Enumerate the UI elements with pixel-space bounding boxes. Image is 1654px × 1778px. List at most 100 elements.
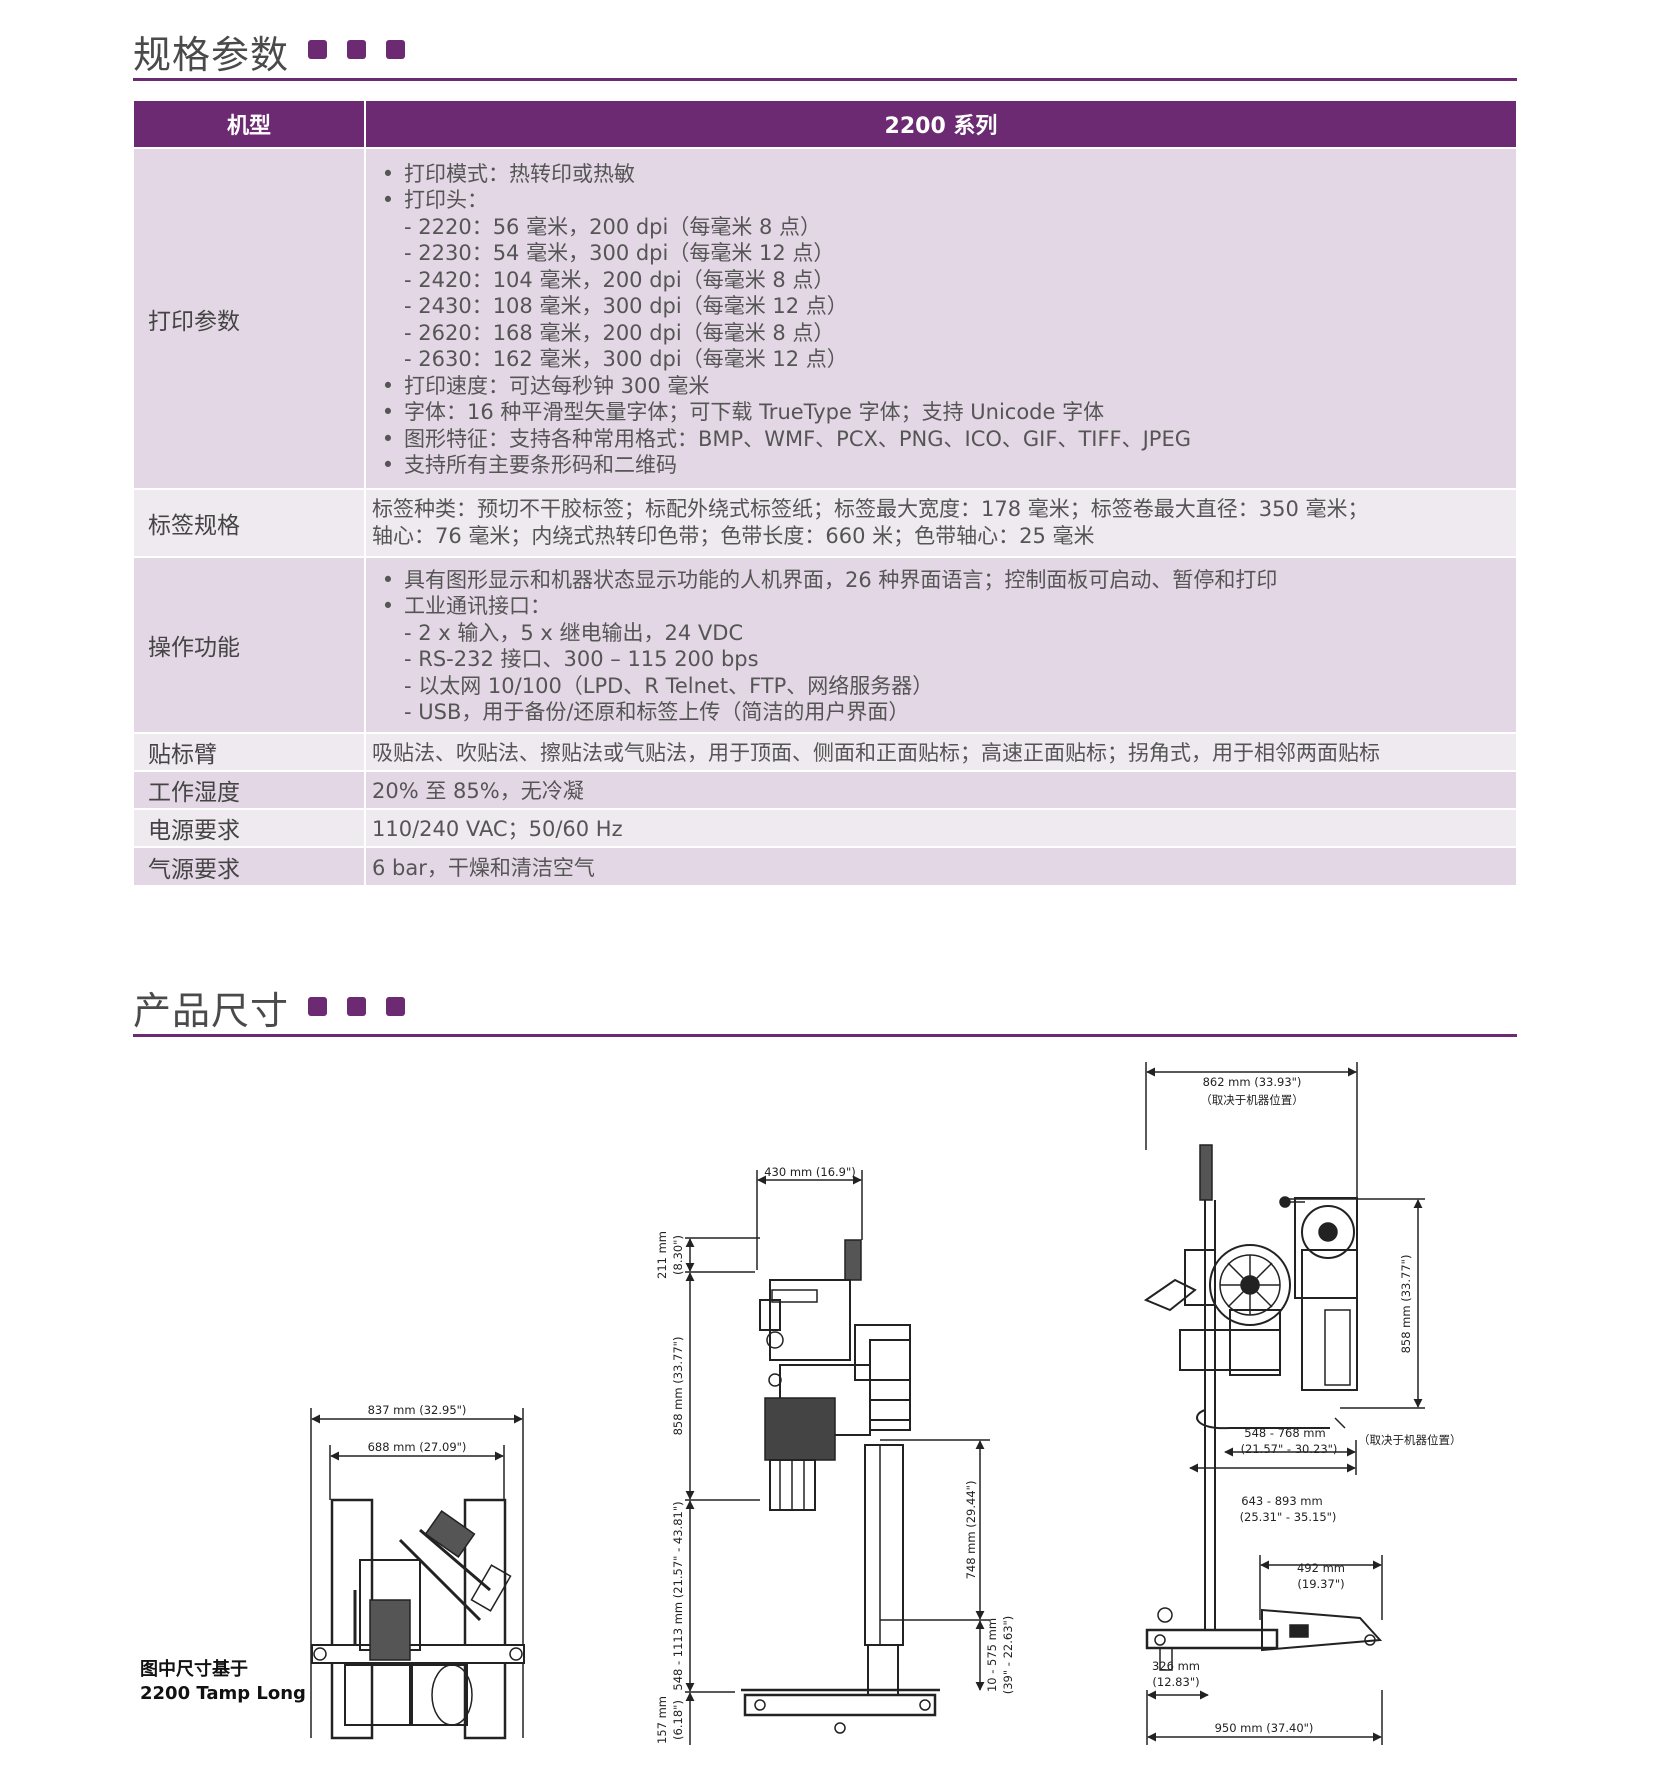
list-item: 打印头： [372, 187, 1516, 214]
title-squares [308, 997, 405, 1016]
dim-mid-r1: 748 mm (29.44") [964, 1481, 978, 1580]
dim-mid-h1b: (8.30") [671, 1235, 685, 1275]
list-item-text: - RS-232 接口、300 – 115 200 bps [404, 647, 759, 671]
title-squares [308, 40, 405, 59]
section-title-specs: 规格参数 [133, 33, 290, 77]
row-operation: 操作功能 具有图形显示和机器状态显示功能的人机界面，26 种界面语言；控制面板可… [134, 556, 1516, 733]
note-line: 2200 Tamp Long [140, 1683, 306, 1704]
dim-right-d2b: (25.31" - 35.15") [1240, 1510, 1337, 1524]
list-item-text: 打印模式：热转印或热敏 [404, 161, 635, 186]
list-item-text: - USB，用于备份/还原和标签上传（简洁的用户界面） [404, 700, 910, 724]
note-line: 图中尺寸基于 [140, 1659, 248, 1680]
list-item: - 2620：168 毫米，200 dpi（每毫米 8 点） [372, 320, 1516, 347]
row-humidity: 工作湿度 20% 至 85%，无冷凝 [134, 770, 1516, 809]
list-item: 具有图形显示和机器状态显示功能的人机界面，26 种界面语言；控制面板可启动、暂停… [372, 567, 1516, 594]
section-rule [133, 1034, 1517, 1037]
row-label: 电源要求 [134, 808, 366, 847]
list-item: - 以太网 10/100（LPD、R Telnet、FTP、网络服务器） [372, 673, 1516, 700]
dim-mid-h4b: (6.18") [671, 1700, 685, 1740]
list-item-text: - 2620：168 毫米，200 dpi（每毫米 8 点） [404, 320, 835, 345]
list-item: - 2220：56 毫米，200 dpi（每毫米 8 点） [372, 214, 1516, 241]
list-item: - 2420：104 毫米，200 dpi（每毫米 8 点） [372, 267, 1516, 294]
row-label: 操作功能 [134, 556, 366, 733]
dim-right-w1b: （取决于机器位置） [1200, 1093, 1304, 1107]
print-list: 打印模式：热转印或热敏打印头：- 2220：56 毫米，200 dpi（每毫米 … [372, 155, 1516, 483]
list-item: 打印模式：热转印或热敏 [372, 161, 1516, 188]
dim-mid-h2: 858 mm (33.77") [671, 1337, 685, 1436]
list-item-text: 打印速度：可达每秒钟 300 毫米 [404, 373, 710, 398]
row-print: 打印参数 打印模式：热转印或热敏打印头：- 2220：56 毫米，200 dpi… [134, 147, 1516, 489]
drawing-note: 图中尺寸基于 2200 Tamp Long [140, 1658, 306, 1706]
header-model: 机型 [134, 101, 366, 148]
dim-right-h1: 858 mm (33.77") [1399, 1255, 1413, 1354]
dim-right-d1b: (21.57" - 30.23") [1241, 1442, 1338, 1456]
row-value: 打印模式：热转印或热敏打印头：- 2220：56 毫米，200 dpi（每毫米 … [365, 147, 1516, 489]
dim-mid-h1a: 211 mm [655, 1231, 669, 1279]
dim-right-d2a: 643 - 893 mm [1241, 1494, 1322, 1508]
list-item-text: 字体：16 种平滑型矢量字体；可下载 TrueType 字体；支持 Unicod… [404, 400, 1105, 424]
label-spec-line: 标签种类：预切不干胶标签；标配外绕式标签纸；标签最大宽度：178 毫米；标签卷最… [372, 497, 1369, 521]
square-icon [386, 40, 405, 59]
list-item-text: - 2430：108 毫米，300 dpi（每毫米 12 点） [404, 294, 848, 318]
header-series: 2200 系列 [365, 101, 1516, 148]
dim-mid-h4a: 157 mm [655, 1696, 669, 1744]
drawing-side-view [685, 1170, 990, 1745]
row-label: 工作湿度 [134, 770, 366, 809]
row-label: 标签规格 [134, 488, 366, 557]
dim-left-w1: 837 mm (32.95") [368, 1403, 467, 1417]
square-icon [347, 997, 366, 1016]
spec-table: 机型 2200 系列 打印参数 打印模式：热转印或热敏打印头：- 2220：56… [134, 101, 1516, 885]
row-value: 吸贴法、吹贴法、擦贴法或气贴法，用于顶面、侧面和正面贴标；高速正面贴标；拐角式，… [365, 732, 1516, 771]
dim-right-note: （取决于机器位置） [1358, 1433, 1462, 1447]
list-item-text: - 2 x 输入，5 x 继电输出，24 VDC [404, 620, 744, 645]
dim-left-w2: 688 mm (27.09") [368, 1440, 467, 1454]
dim-right-d3a: 492 mm [1297, 1561, 1345, 1575]
list-item: 图形特征：支持各种常用格式：BMP、WMF、PCX、PNG、ICO、GIF、TI… [372, 426, 1516, 453]
dim-mid-r2b: (39" - 22.63") [1001, 1616, 1015, 1695]
row-value: 具有图形显示和机器状态显示功能的人机界面，26 种界面语言；控制面板可启动、暂停… [365, 556, 1516, 733]
row-value: 20% 至 85%，无冷凝 [365, 770, 1516, 809]
dim-right-d3b: (19.37") [1297, 1577, 1344, 1591]
operation-list: 具有图形显示和机器状态显示功能的人机界面，26 种界面语言；控制面板可启动、暂停… [372, 561, 1516, 730]
row-value: 6 bar，干燥和清洁空气 [365, 846, 1516, 885]
row-power: 电源要求 110/240 VAC；50/60 Hz [134, 808, 1516, 847]
list-item-text: - 2630：162 毫米，300 dpi（每毫米 12 点） [404, 347, 848, 371]
row-label-spec: 标签规格 标签种类：预切不干胶标签；标配外绕式标签纸；标签最大宽度：178 毫米… [134, 488, 1516, 557]
dim-right-d4a: 326 mm [1152, 1659, 1200, 1673]
label-spec-line: 轴心：76 毫米；内绕式热转印色带；色带长度：660 米；色带轴心：25 毫米 [372, 524, 1095, 548]
list-item: 字体：16 种平滑型矢量字体；可下载 TrueType 字体；支持 Unicod… [372, 399, 1516, 426]
dim-right-w1: 862 mm (33.93") [1203, 1075, 1302, 1089]
square-icon [347, 40, 366, 59]
list-item: 打印速度：可达每秒钟 300 毫米 [372, 373, 1516, 400]
row-air: 气源要求 6 bar，干燥和清洁空气 [134, 846, 1516, 885]
list-item-text: 工业通讯接口： [404, 594, 551, 618]
list-item-text: - 2220：56 毫米，200 dpi（每毫米 8 点） [404, 214, 822, 239]
list-item-text: 打印头： [404, 188, 488, 212]
list-item-text: 图形特征：支持各种常用格式：BMP、WMF、PCX、PNG、ICO、GIF、TI… [404, 426, 1192, 451]
square-icon [386, 997, 405, 1016]
list-item: - 2630：162 毫米，300 dpi（每毫米 12 点） [372, 346, 1516, 373]
list-item-text: 具有图形显示和机器状态显示功能的人机界面，26 种界面语言；控制面板可启动、暂停… [404, 567, 1278, 592]
row-value: 110/240 VAC；50/60 Hz [365, 808, 1516, 847]
row-label: 打印参数 [134, 147, 366, 489]
list-item-text: - 2420：104 毫米，200 dpi（每毫米 8 点） [404, 267, 835, 292]
row-value: 标签种类：预切不干胶标签；标配外绕式标签纸；标签最大宽度：178 毫米；标签卷最… [365, 488, 1516, 557]
dim-right-d4b: (12.83") [1152, 1675, 1199, 1689]
row-arm: 贴标臂 吸贴法、吹贴法、擦贴法或气贴法，用于顶面、侧面和正面贴标；高速正面贴标；… [134, 732, 1516, 771]
list-item-text: - 以太网 10/100（LPD、R Telnet、FTP、网络服务器） [404, 673, 934, 698]
square-icon [308, 40, 327, 59]
list-item: - USB，用于备份/还原和标签上传（简洁的用户界面） [372, 699, 1516, 726]
dim-right-d1a: 548 - 768 mm [1244, 1426, 1325, 1440]
list-item: 支持所有主要条形码和二维码 [372, 452, 1516, 479]
list-item: - 2430：108 毫米，300 dpi（每毫米 12 点） [372, 293, 1516, 320]
list-item-text: 支持所有主要条形码和二维码 [404, 453, 677, 477]
square-icon [308, 997, 327, 1016]
list-item-text: - 2230：54 毫米，300 dpi（每毫米 12 点） [404, 241, 835, 265]
list-item: 工业通讯接口： [372, 593, 1516, 620]
list-item: - RS-232 接口、300 – 115 200 bps [372, 646, 1516, 673]
dim-right-w2: 950 mm (37.40") [1215, 1721, 1314, 1735]
list-item: - 2 x 输入，5 x 继电输出，24 VDC [372, 620, 1516, 647]
section-rule [133, 78, 1517, 81]
section-title-dimensions: 产品尺寸 [133, 989, 290, 1033]
